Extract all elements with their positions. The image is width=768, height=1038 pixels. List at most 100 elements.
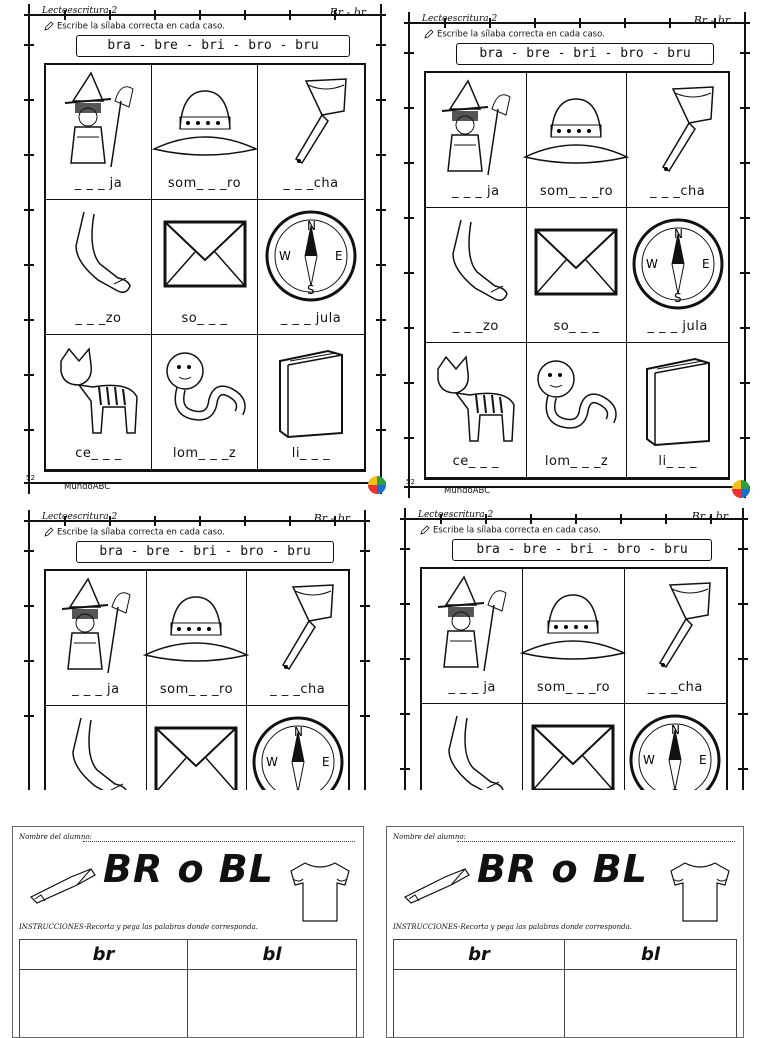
word-blank: _ _ _zo (452, 319, 499, 334)
exercise-cell: _ _ _ ja (422, 569, 524, 704)
col-br-area (20, 970, 188, 1037)
zebra-icon (437, 355, 515, 442)
arm-icon (448, 715, 504, 790)
word-blank: som_ _ _ro (536, 680, 611, 695)
name-label: Nombre del alumno: (393, 833, 466, 841)
col-bl-area (188, 970, 356, 1037)
exercise-cell: li_ _ _ (258, 335, 364, 470)
worksheet-3: Lectoescritura 2 Br - br Escribe la síla… (24, 510, 370, 790)
word-blank: lom_ _ _z (172, 446, 237, 461)
envelope-icon (154, 726, 238, 790)
exercise-cell: _ _ _zo (422, 704, 524, 790)
col-br-area (394, 970, 565, 1037)
svg-text:E: E (702, 257, 710, 271)
instruction-text: Escribe la sílaba correcta en cada caso. (57, 527, 225, 538)
svg-text:W: W (279, 249, 291, 263)
exercise-cell: lom_ _ _z (526, 343, 628, 478)
instruction: Escribe la sílaba correcta en cada caso. (420, 525, 601, 536)
worksheet-title: Br - br (329, 6, 366, 19)
sort-table: br bl (393, 939, 737, 1037)
worksheet-header: Lectoescritura 2 (42, 6, 118, 16)
svg-text:W: W (643, 753, 655, 767)
exercise-cell: _ _ _ ja (426, 73, 527, 208)
exercise-cell: _ _ _zo (46, 706, 147, 790)
hat-icon (523, 98, 630, 164)
word-blank: ce_ _ _ (452, 454, 500, 469)
globe-icon (368, 476, 386, 494)
word-blank: so_ _ _ (553, 319, 600, 334)
instruction-text: Escribe la sílaba correcta en cada caso. (433, 525, 601, 536)
brush-icon (659, 582, 712, 669)
word-blank: _ _ _cha (650, 184, 706, 199)
svg-text:N: N (671, 723, 680, 737)
word-blank: _ _ _cha (270, 682, 326, 697)
worksheet-1: Lectoescritura 2 Br - br Escribe la síla… (24, 4, 386, 494)
svg-text:E: E (335, 249, 343, 263)
exercise-cell: lom_ _ _z (152, 335, 258, 470)
compass-icon: N S W E (629, 714, 721, 790)
blouse-icon (290, 862, 350, 922)
blouse-icon (670, 862, 730, 922)
exercise-cell: som_ _ _ro (143, 571, 250, 706)
word-blank: _ _ _zo (75, 311, 122, 326)
envelope-icon (163, 220, 246, 288)
svg-text:S: S (294, 789, 302, 790)
brbl-worksheet-left: Nombre del alumno: BR o BL INSTRUCCIONES… (12, 826, 364, 1038)
envelope-icon (534, 228, 618, 296)
word-blank: _ _ _ ja (74, 176, 123, 191)
sort-table: br bl (19, 939, 357, 1037)
word-blank: som_ _ _ro (539, 184, 614, 199)
witch-icon (441, 79, 511, 176)
exercise-cell: so_ _ _ (147, 706, 248, 790)
instruction-text: Escribe la sílaba correcta en cada caso. (57, 21, 225, 32)
brbl-title: BR o BL (103, 847, 274, 891)
instruction: Escribe la sílaba correcta en cada caso. (44, 21, 225, 32)
witch-icon (61, 577, 131, 674)
exercise-cell: so_ _ _ (523, 704, 625, 790)
word-blank: _ _ _ jula (280, 311, 342, 326)
brush-icon (294, 78, 347, 165)
envelope-icon (531, 724, 615, 790)
svg-text:S: S (671, 787, 679, 790)
hat-icon (143, 596, 250, 662)
svg-text:S: S (674, 291, 682, 305)
syllable-bank: bra - bre - bri - bro - bru (452, 539, 712, 561)
svg-text:E: E (699, 753, 707, 767)
worksheet-2: Lectoescritura 2 Br - br Escribe la síla… (404, 12, 750, 498)
col-header-bl: bl (188, 940, 356, 970)
hat-icon (520, 594, 627, 660)
word-blank: so_ _ _ (181, 311, 228, 326)
col-bl-area (565, 970, 736, 1037)
svg-text:W: W (266, 755, 278, 769)
word-blank: li_ _ _ (658, 454, 697, 469)
worm-icon (537, 360, 618, 429)
word-blank: ce_ _ _ (75, 446, 122, 461)
arm-icon (74, 211, 131, 293)
word-blank: som_ _ _ro (167, 176, 242, 191)
exercise-cell: _ _ _zo (46, 200, 152, 335)
word-blank: som_ _ _ro (159, 682, 234, 697)
page-number: 52 (406, 478, 415, 486)
exercise-cell: ce_ _ _ (46, 335, 152, 470)
pencil-icon (44, 21, 54, 31)
brbl-worksheet-right: Nombre del alumno: BR o BL INSTRUCCIONES… (386, 826, 744, 1038)
worksheet-header: Lectoescritura 2 (418, 510, 494, 520)
exercise-cell: som_ _ _ro (520, 569, 627, 704)
pencil-icon (420, 525, 430, 535)
svg-text:W: W (646, 257, 658, 271)
book-icon (645, 357, 710, 447)
witch-icon (438, 575, 507, 672)
syllable-bank: bra - bre - bri - bro - bru (456, 43, 714, 65)
exercise-cell: _ _ _cha (627, 73, 728, 208)
page-number: 52 (26, 474, 35, 482)
pencil-icon (424, 29, 434, 39)
word-blank: _ _ _cha (283, 176, 339, 191)
instruction: Escribe la sílaba correcta en cada caso. (424, 29, 605, 40)
brush-icon (281, 584, 334, 671)
